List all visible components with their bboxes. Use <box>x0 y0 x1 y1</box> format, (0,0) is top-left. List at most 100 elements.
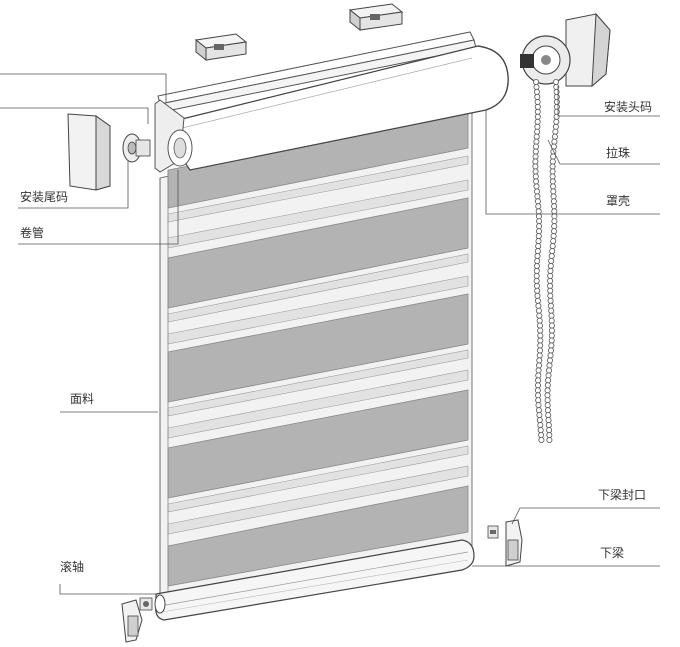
chain-bead <box>547 272 554 279</box>
chain-bead <box>535 203 542 210</box>
chain-bead <box>534 297 541 304</box>
chain-bead <box>535 233 542 240</box>
chain-bead <box>536 228 543 235</box>
chain-bead <box>548 252 555 259</box>
label-bead-chain: 拉珠 <box>606 146 631 160</box>
chain-bead <box>551 213 558 220</box>
chain-bead <box>548 342 555 349</box>
chain-bead <box>534 108 541 115</box>
chain-bead <box>548 307 555 314</box>
chain-bead <box>553 93 560 100</box>
chain-bead <box>534 93 541 100</box>
chain-bead <box>549 168 556 175</box>
chain-bead <box>534 118 541 125</box>
chain-bead <box>535 302 542 309</box>
chain-bead <box>544 387 551 394</box>
label-tube: 卷管 <box>20 226 45 240</box>
chain-bead <box>547 282 554 289</box>
chain-bead <box>544 392 551 399</box>
chain-bead <box>535 402 542 409</box>
chain-bead <box>533 267 540 274</box>
chain-bead <box>547 302 554 309</box>
chain-bead <box>535 243 542 250</box>
chain-bead <box>545 377 552 384</box>
chain-bead <box>535 372 542 379</box>
chain-bead <box>547 352 554 359</box>
leader-lines <box>0 73 660 595</box>
chain-bead <box>532 153 539 160</box>
chain-bead <box>547 297 554 304</box>
chain-bead <box>533 79 540 86</box>
chain-bead <box>550 238 557 245</box>
label-roller: 滚轴 <box>60 560 85 574</box>
chain-bead <box>548 332 555 339</box>
chain-bead <box>548 347 555 354</box>
label-fabric: 面料 <box>70 392 95 406</box>
chain-bead <box>549 248 556 255</box>
chain-bead <box>533 277 540 284</box>
chain-bead <box>550 198 557 205</box>
chain-bead <box>545 422 552 429</box>
chain-bead <box>552 123 559 130</box>
chain-bead <box>535 307 542 314</box>
chain-bead <box>548 257 555 264</box>
chain-bead <box>533 262 540 269</box>
label-install-head: 安装头码 <box>604 100 653 114</box>
chain-bead <box>548 317 555 324</box>
chain-bead <box>532 173 539 180</box>
chain-bead <box>534 292 541 299</box>
chain-bead <box>547 292 554 299</box>
mounting-bracket-left <box>194 33 248 62</box>
install-tail-cap <box>67 113 111 191</box>
chain-bead <box>553 88 560 95</box>
chain-bead <box>549 178 556 185</box>
chain-bead <box>535 238 542 245</box>
bottom-rail <box>154 539 475 621</box>
chain-bead <box>535 367 542 374</box>
chain-bead <box>546 427 553 434</box>
chain-bead <box>536 357 543 364</box>
chain-bead <box>545 412 552 419</box>
chain-bead <box>548 327 555 334</box>
chain-bead <box>535 213 542 220</box>
chain-bead <box>534 123 541 130</box>
chain-bead <box>549 158 556 165</box>
chain-bead <box>548 337 555 344</box>
chain-bead <box>537 427 544 434</box>
chain-bead <box>536 218 543 225</box>
chain-bead <box>534 248 541 255</box>
chain-bead <box>546 436 553 443</box>
chain-bead <box>553 79 560 86</box>
chain-bead <box>545 372 552 379</box>
chain-bead <box>532 158 539 165</box>
chain-bead <box>548 312 555 319</box>
chain-bead <box>534 257 541 264</box>
chain-bead <box>537 322 544 329</box>
chain-bead <box>534 98 541 105</box>
chain-bead <box>550 153 557 160</box>
label-bottom-rail: 下梁 <box>600 546 625 560</box>
chain-bead <box>537 422 544 429</box>
chain-bead <box>536 223 543 230</box>
chain-bead <box>545 417 552 424</box>
chain-bead <box>551 228 558 235</box>
chain-bead <box>533 272 540 279</box>
chain-bead <box>547 277 554 284</box>
tube-end-plug <box>122 133 151 163</box>
label-install-tail: 安装尾码 <box>20 190 69 204</box>
chain-bead <box>532 168 539 175</box>
chain-bead <box>536 317 543 324</box>
bottom-rail-cap-left <box>121 597 153 643</box>
bead-chain <box>532 79 560 443</box>
chain-bead <box>536 352 543 359</box>
chain-bead <box>550 233 557 240</box>
chain-bead <box>532 148 539 155</box>
chain-bead <box>533 178 540 185</box>
chain-bead <box>534 113 541 120</box>
chain-bead <box>546 431 553 438</box>
chain-bead <box>551 223 558 230</box>
chain-bead <box>537 342 544 349</box>
chain-bead <box>537 337 544 344</box>
chain-bead <box>537 332 544 339</box>
chain-bead <box>547 267 554 274</box>
